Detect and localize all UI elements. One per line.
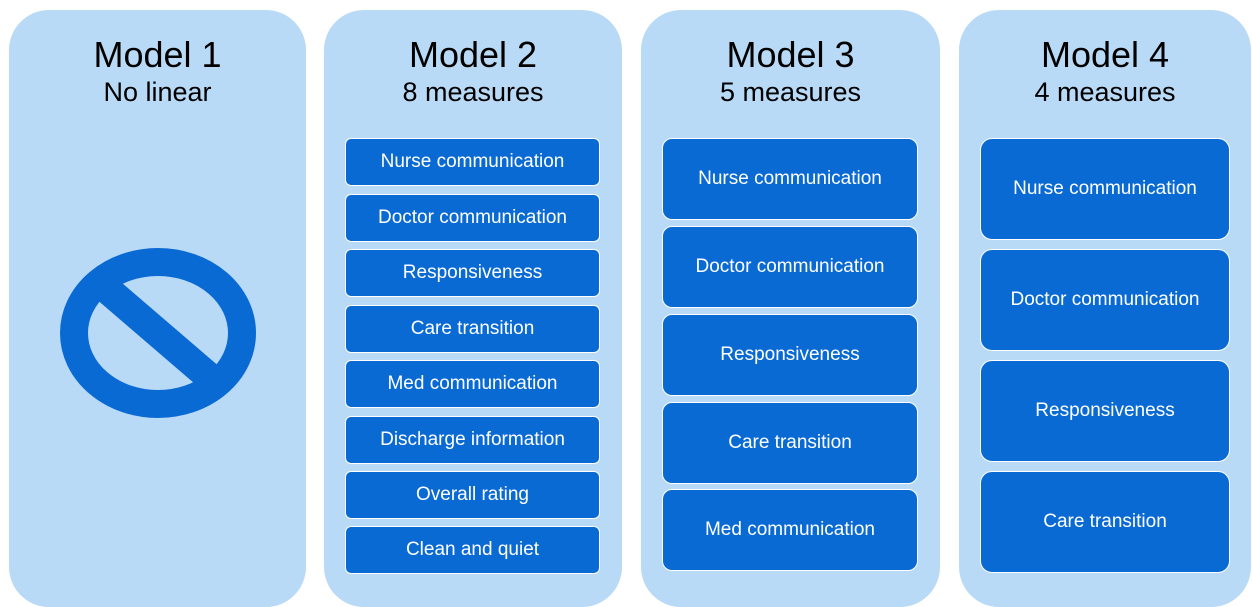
model-3-panel: Model 3 5 measures Nurse communication D…: [641, 10, 940, 607]
model-4-subtitle: 4 measures: [1034, 77, 1176, 107]
model-2-title: Model 2: [408, 34, 538, 75]
measure-box: Care transition: [662, 402, 918, 484]
measure-box: Nurse communication: [662, 138, 918, 220]
model-4-title: Model 4: [1040, 34, 1170, 75]
measure-box: Nurse communication: [980, 138, 1230, 240]
model-1-title: Model 1: [93, 34, 222, 75]
prohibited-icon: [60, 248, 256, 418]
model-2-panel: Model 2 8 measures Nurse communication D…: [324, 10, 622, 607]
model-3-title: Model 3: [726, 34, 855, 75]
measure-box: Nurse communication: [345, 138, 600, 186]
measure-box: Responsiveness: [662, 314, 918, 396]
measure-box: Doctor communication: [662, 226, 918, 308]
measure-box: Care transition: [980, 471, 1230, 573]
measure-box: Overall rating: [345, 471, 600, 519]
model-2-subtitle: 8 measures: [402, 77, 544, 107]
measure-box: Med communication: [662, 489, 918, 571]
measure-box: Responsiveness: [980, 360, 1230, 462]
model-3-subtitle: 5 measures: [719, 77, 862, 107]
measure-box: Doctor communication: [345, 194, 600, 242]
measure-box: Discharge information: [345, 416, 600, 464]
measure-box: Clean and quiet: [345, 526, 600, 574]
model-4-panel: Model 4 4 measures Nurse communication D…: [959, 10, 1251, 607]
measure-box: Med communication: [345, 360, 600, 408]
measure-box: Doctor communication: [980, 249, 1230, 351]
model-1-subtitle: No linear: [103, 77, 212, 107]
model-1-panel: Model 1 No linear: [9, 10, 306, 607]
measure-box: Responsiveness: [345, 249, 600, 297]
measure-box: Care transition: [345, 305, 600, 353]
